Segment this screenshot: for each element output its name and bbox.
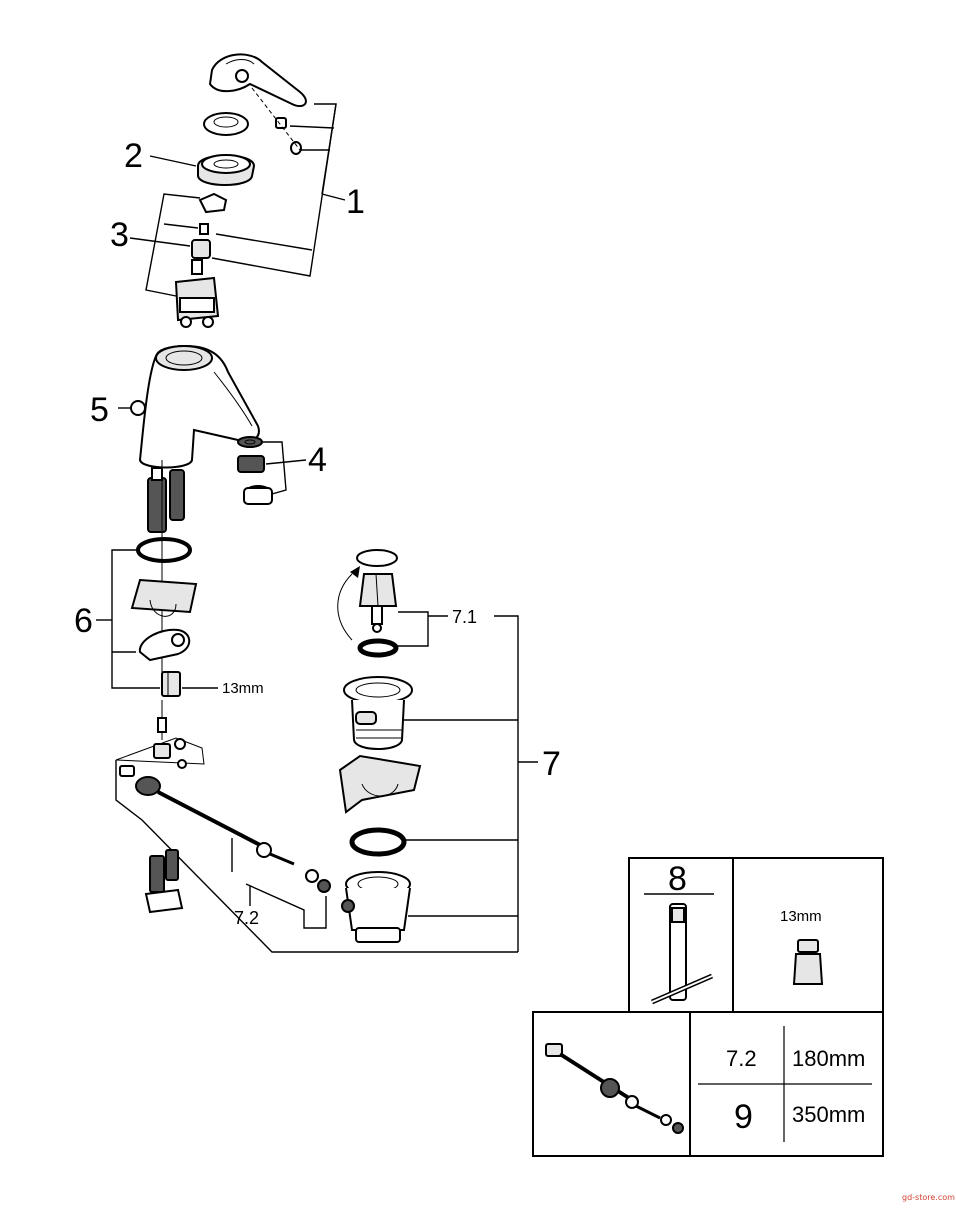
callout-7-1-label: 7.1 xyxy=(452,607,477,627)
callout-3-label: 3 xyxy=(110,216,129,254)
wrench-size-label: 13mm xyxy=(222,680,264,697)
rod-row2-code: 9 xyxy=(734,1098,753,1136)
lift-rod-knob xyxy=(130,400,146,416)
supply-hose-ends xyxy=(144,849,184,914)
faucet-body xyxy=(138,344,260,469)
callout-4-bracket xyxy=(262,441,307,495)
callout-2-label: 2 xyxy=(124,137,143,175)
rod-row1-length: 180mm xyxy=(792,1046,865,1071)
callout-6-bracket xyxy=(96,549,218,689)
cartridge xyxy=(174,259,220,328)
waste-seal-ring xyxy=(349,827,407,857)
callout-1-label: 1 xyxy=(346,183,365,221)
plug-seal xyxy=(357,638,399,658)
callout-7-2-label: 7.2 xyxy=(234,908,259,928)
rod-row2-length: 350mm xyxy=(792,1102,865,1127)
lift-rod-icon xyxy=(545,1043,684,1134)
tools-inset xyxy=(628,857,884,1013)
callout-7-2-bracket xyxy=(115,760,518,953)
popup-plug xyxy=(356,549,398,633)
callout-7-bracket xyxy=(394,611,538,952)
callout-1-bracket xyxy=(211,103,346,277)
lever-handle xyxy=(208,53,307,108)
callout-4-label: 4 xyxy=(308,441,327,479)
watermark-text: gd-store.com xyxy=(902,1193,955,1202)
o-ring-large xyxy=(136,537,192,563)
lift-rod-linkage xyxy=(115,700,331,893)
callout-6-label: 6 xyxy=(74,602,93,640)
adapter-size-label: 13mm xyxy=(780,908,822,925)
t-key-tool xyxy=(651,903,713,1005)
adapter xyxy=(191,239,211,259)
basin-section xyxy=(338,754,422,814)
rotate-arrow-head xyxy=(350,566,360,578)
cover-ring xyxy=(203,112,249,136)
cartridge-nut xyxy=(197,154,256,186)
callout-3-bracket xyxy=(129,193,201,297)
rubber-gasket xyxy=(130,578,198,617)
waste-flange-upper xyxy=(343,676,413,750)
aerator-parts xyxy=(237,436,273,505)
rod-row1-code: 7.2 xyxy=(726,1046,757,1071)
tool-key-number: 8 xyxy=(668,860,687,898)
adapter-tool xyxy=(792,939,824,985)
fixing-nut xyxy=(161,671,181,697)
callout-2-leader xyxy=(149,155,197,167)
callout-5-label: 5 xyxy=(90,391,109,429)
rod-lengths-inset xyxy=(532,1011,884,1157)
nut-small xyxy=(198,192,228,214)
callout-7-label: 7 xyxy=(542,745,561,783)
handle-screw-parts xyxy=(251,87,302,155)
screw-small xyxy=(199,223,209,235)
horseshoe-washer xyxy=(138,628,191,662)
rotate-arrow xyxy=(337,573,353,641)
waste-body xyxy=(341,871,411,943)
